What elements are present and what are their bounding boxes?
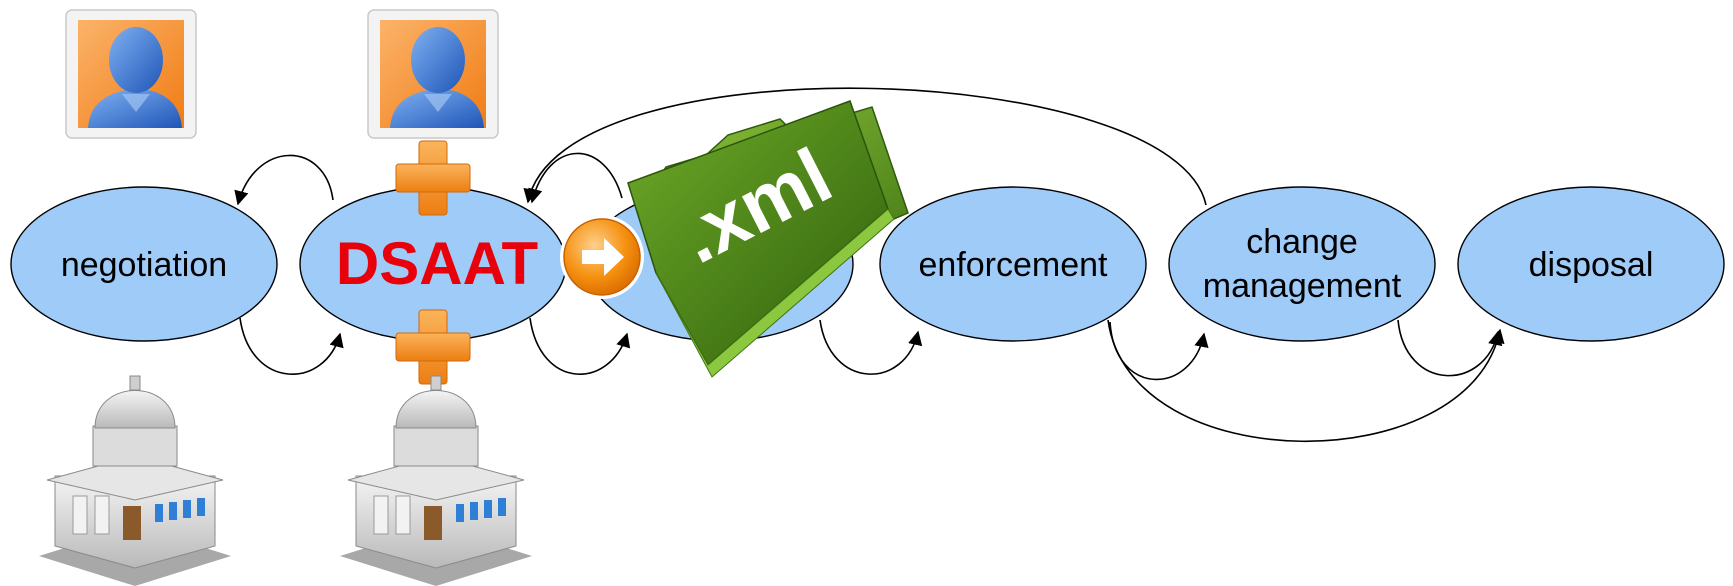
node-disposal-label: disposal — [1529, 246, 1654, 284]
node-change-management: change management — [1168, 186, 1436, 342]
arrow-enforcement-to-disposal — [1107, 319, 1505, 443]
arrow-dsaat-to-analysis — [529, 317, 631, 375]
arrow-analysis-to-enforcement — [819, 319, 923, 375]
connector-arrows — [234, 87, 1505, 443]
user-avatar-icon — [65, 9, 197, 139]
node-enforcement-label: enforcement — [919, 246, 1109, 284]
dsaat-label: DSAAT — [336, 230, 538, 297]
node-disposal: disposal — [1457, 186, 1725, 342]
node-negotiation: negotiation — [10, 186, 278, 342]
government-building-icon — [39, 375, 231, 586]
plus-icon — [395, 140, 471, 216]
arrow-dsaat-to-negotiation — [234, 154, 334, 206]
arrow-negotiation-to-dsaat — [239, 317, 344, 375]
user-avatar-icon — [367, 9, 499, 139]
government-building-icon — [340, 375, 532, 586]
arrow-enforcement-to-change — [1109, 321, 1209, 381]
node-enforcement: enforcement — [879, 186, 1147, 342]
node-change-label-line2: management — [1203, 267, 1402, 305]
arrow-analysis-to-dsaat — [528, 152, 623, 204]
node-negotiation-label: negotiation — [61, 246, 227, 284]
node-change-label-line1: change — [1246, 223, 1358, 261]
arrow-right-icon — [560, 215, 644, 299]
plus-icon — [395, 309, 471, 385]
arrow-change-to-dsaat — [523, 87, 1207, 206]
arrow-change-to-disposal — [1397, 319, 1503, 377]
xml-folder-icon: .xml — [627, 100, 909, 378]
